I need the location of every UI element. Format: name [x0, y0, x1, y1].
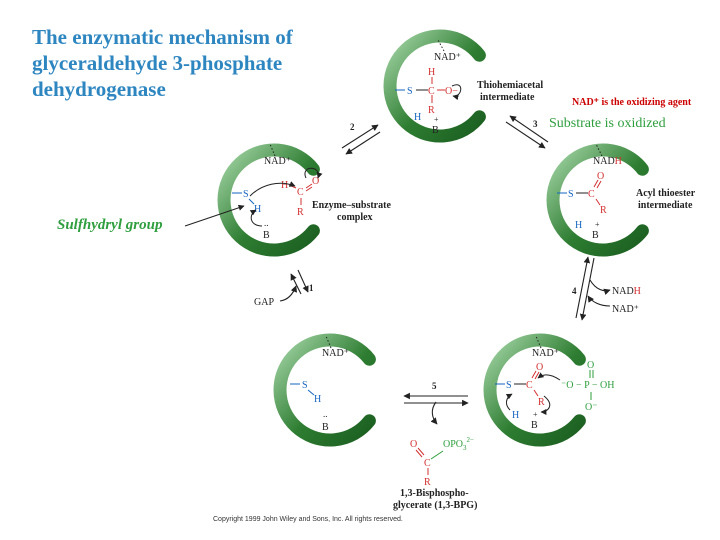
svg-text:C: C	[297, 187, 304, 198]
svg-text:O: O	[587, 360, 594, 371]
step-3-label: 3	[533, 119, 538, 129]
svg-text:B: B	[322, 422, 329, 433]
copyright-notice: Copyright 1999 John Wiley and Sons, Inc.…	[213, 516, 403, 523]
sulfhydryl-group-label: Sulfhydryl group	[57, 217, 163, 233]
svg-text:B: B	[592, 230, 599, 241]
svg-text:R: R	[538, 397, 545, 408]
svg-text:intermediate: intermediate	[638, 200, 693, 211]
svg-text:NAD⁺: NAD⁺	[264, 156, 291, 167]
svg-text:O−: O−	[445, 86, 458, 97]
phosphate-group: ⁻O − P − OH	[561, 380, 614, 391]
svg-text:B: B	[531, 420, 538, 431]
svg-text:1,3-Bisphospho-: 1,3-Bisphospho-	[400, 488, 469, 499]
svg-text:S: S	[568, 189, 574, 200]
svg-text:S: S	[506, 380, 512, 391]
svg-text:O⁻: O⁻	[585, 402, 598, 413]
svg-text:Enzyme–substrate: Enzyme–substrate	[312, 200, 391, 211]
svg-text:complex: complex	[337, 212, 373, 223]
oxidizing-agent-note: NAD⁺ is the oxidizing agent	[572, 97, 692, 108]
enzyme-ring-top	[383, 29, 486, 143]
reaction-arrows	[279, 115, 611, 425]
step-2-label: 2	[350, 122, 355, 132]
svg-text:+: +	[595, 220, 600, 229]
svg-text:R: R	[424, 477, 431, 488]
svg-text:+: +	[434, 115, 439, 124]
svg-text:intermediate: intermediate	[480, 92, 535, 103]
svg-text:R: R	[428, 105, 435, 116]
svg-text:OPO32−: OPO32−	[443, 436, 474, 452]
svg-text:B: B	[263, 230, 270, 241]
svg-text:R: R	[297, 207, 304, 218]
step-4-label: 4	[572, 286, 577, 296]
svg-text:O: O	[536, 362, 543, 373]
svg-text:R: R	[600, 205, 607, 216]
page-title: The enzymatic mechanism of glyceraldehyd…	[32, 25, 293, 101]
svg-text:H: H	[281, 180, 288, 191]
svg-text:..: ..	[323, 409, 328, 419]
enzyme-ring-bottom-right	[483, 333, 586, 447]
enzyme-substrate-complex: NAD⁺ S H H C O R B .. Enzyme–substrate c…	[232, 143, 391, 241]
svg-text:H: H	[428, 67, 435, 78]
svg-text:C: C	[428, 86, 435, 97]
enzyme-ring-right	[546, 143, 649, 257]
svg-text:C: C	[588, 189, 595, 200]
svg-text:NAD⁺: NAD⁺	[322, 348, 349, 359]
nad-bound-label: NAD⁺	[612, 304, 639, 315]
svg-text:S: S	[407, 86, 413, 97]
svg-text:C: C	[526, 380, 533, 391]
svg-text:H: H	[254, 204, 261, 215]
step-1-label: 1	[309, 283, 314, 293]
svg-text:glycerate (1,3-BPG): glycerate (1,3-BPG)	[393, 500, 477, 511]
svg-text:S: S	[302, 380, 308, 391]
svg-text:O: O	[597, 171, 604, 182]
thiohemiacetal-complex: NAD⁺ S H C O− R H B + Thiohemiacetal int…	[395, 39, 543, 136]
enzyme-ring-left	[217, 143, 320, 257]
svg-text:NAD⁺: NAD⁺	[532, 348, 559, 359]
substrate-oxidized-note: Substrate is oxidized	[549, 116, 666, 131]
svg-text:H: H	[314, 394, 321, 405]
product-bpg: O C OPO32− R 1,3-Bisphospho- glycerate (…	[393, 436, 477, 511]
svg-text:H: H	[414, 112, 421, 123]
sulfhydryl-pointer	[184, 204, 245, 227]
free-enzyme-complex: NAD⁺ S H .. B	[290, 335, 349, 433]
svg-text:B: B	[432, 125, 439, 136]
acyl-thioester-complex: NADH S C O R H B + Acyl thioester interm…	[557, 143, 696, 241]
svg-text:O: O	[410, 439, 417, 450]
svg-text:Acyl thioester: Acyl thioester	[636, 188, 696, 199]
enzyme-ring-bottom-left	[273, 333, 376, 447]
svg-text:O: O	[312, 176, 319, 187]
gap-label: GAP	[254, 297, 274, 308]
svg-text:Thiohemiacetal: Thiohemiacetal	[477, 80, 543, 91]
svg-text:H: H	[575, 220, 582, 231]
svg-text:..: ..	[264, 218, 269, 228]
svg-text:NAD⁺: NAD⁺	[434, 52, 461, 63]
phosphorolysis-complex: NAD⁺ S C O R H B + ⁻O − P − OH O O⁻	[495, 335, 614, 431]
svg-text:H: H	[512, 410, 519, 421]
svg-text:+: +	[533, 410, 538, 419]
nadh-released-label: NADH	[612, 286, 641, 297]
svg-text:C: C	[424, 458, 431, 469]
svg-text:NADH: NADH	[593, 156, 622, 167]
svg-text:S: S	[243, 189, 249, 200]
step-5-label: 5	[432, 381, 437, 391]
